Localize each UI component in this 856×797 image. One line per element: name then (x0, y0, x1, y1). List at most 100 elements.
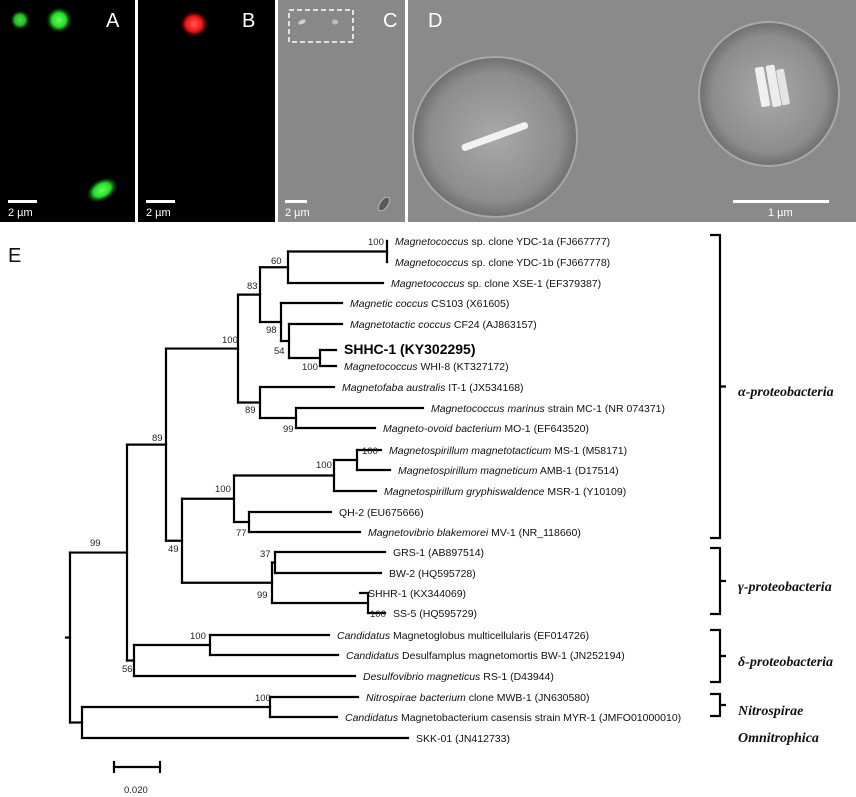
bootstrap-value: 100 (222, 335, 238, 346)
leaf-label-cf24: Magnetotactic coccus CF24 (AJ863157) (350, 319, 537, 331)
leaf-taxon: Candidatus (337, 630, 391, 642)
leaf-strain: Magnetoglobus multicellularis (EF014726) (390, 630, 589, 642)
bootstrap-value: 56 (122, 664, 133, 675)
bootstrap-value: 100 (190, 631, 206, 642)
panel-e-letter: E (8, 245, 21, 267)
bootstrap-value: 99 (283, 424, 294, 435)
bootstrap-value: 100 (215, 484, 231, 495)
leaf-strain: CS103 (X61605) (428, 298, 509, 310)
bootstrap-value: 100 (362, 446, 378, 457)
bootstrap-value: 89 (245, 405, 256, 416)
leaf-taxon: Magnetococcus (344, 361, 418, 373)
magnetosome-cluster-right (754, 64, 790, 108)
bootstrap-value: 100 (368, 237, 384, 248)
leaf-label-grs1: GRS-1 (AB897514) (393, 547, 484, 559)
leaf-strain: sp. clone YDC-1b (FJ667778) (469, 257, 611, 269)
bootstrap-value: 99 (257, 590, 268, 601)
leaf-strain: CF24 (AJ863157) (451, 319, 537, 331)
leaf-taxon: Magnetospirillum magnetotacticum (389, 445, 551, 457)
leaf-label-mwb1: Nitrospirae bacterium clone MWB-1 (JN630… (366, 692, 590, 704)
clade-bracket (710, 692, 726, 718)
leaf-strain: MS-1 (M58171) (551, 445, 627, 457)
leaf-taxon: Candidatus (345, 712, 399, 724)
clade-label: γ-proteobacteria (738, 580, 832, 595)
clade-bracket (710, 233, 726, 540)
leaf-taxon: Desulfovibrio magneticus (363, 671, 481, 683)
leaf-taxon: Magnetofaba australis (342, 382, 446, 394)
leaf-strain: MO-1 (EF643520) (501, 423, 589, 435)
leaf-strain: MSR-1 (Y10109) (545, 486, 627, 498)
leaf-taxon: Magnetococcus (395, 236, 469, 248)
leaf-taxon: Magnetospirillum magneticum (398, 465, 538, 477)
panel-c-scale-label: 2 µm (285, 207, 310, 219)
leaf-strain: SHHC-1 (KY302295) (344, 341, 476, 357)
leaf-taxon: Magnetic coccus (350, 298, 429, 310)
panel-d-letter: D (428, 10, 442, 32)
dashed-selection-box (288, 9, 354, 43)
bootstrap-value: 100 (316, 460, 332, 471)
leaf-label-myr1: Candidatus Magnetobacterium casensis str… (345, 712, 681, 724)
leaf-label-ss5: SS-5 (HQ595729) (393, 608, 477, 620)
cell-rod (377, 196, 391, 212)
leaf-strain: clone MWB-1 (JN630580) (466, 692, 590, 704)
leaf-taxon: Nitrospirae bacterium (366, 692, 466, 704)
bootstrap-value: 77 (236, 528, 247, 539)
leaf-label-mo1: Magneto-ovoid bacterium MO-1 (EF643520) (383, 423, 589, 435)
green-cell-top (46, 7, 72, 33)
leaf-strain: GRS-1 (AB897514) (393, 547, 484, 559)
leaf-label-mc1: Magnetococcus marinus strain MC-1 (NR 07… (431, 403, 665, 415)
leaf-label-it1: Magnetofaba australis IT-1 (JX534168) (342, 382, 524, 394)
leaf-strain: QH-2 (EU675666) (339, 507, 424, 519)
tree-scale-label: 0.020 (124, 785, 148, 796)
leaf-strain: SHHR-1 (KX344069) (368, 588, 466, 600)
leaf-strain: sp. clone YDC-1a (FJ667777) (469, 236, 611, 248)
leaf-label-cs103: Magnetic coccus CS103 (X61605) (350, 298, 509, 310)
bootstrap-value: 99 (90, 538, 101, 549)
clade-label: Nitrospirae (737, 704, 803, 719)
leaf-label-skk01: SKK-01 (JN412733) (416, 733, 510, 745)
leaf-label-amb1: Magnetospirillum magneticum AMB-1 (D1751… (398, 465, 619, 477)
bootstrap-value: 100 (302, 362, 318, 373)
cell-small-2 (332, 19, 338, 25)
panel-c-letter: C (383, 10, 397, 32)
leaf-taxon: Magnetococcus (391, 278, 465, 290)
leaf-label-whi8: Magnetococcus WHI-8 (KT327172) (344, 361, 509, 373)
clade-label: α-proteobacteria (738, 385, 834, 400)
leaf-strain: Desulfamplus magnetomortis BW-1 (JN25219… (399, 650, 625, 662)
leaf-strain: RS-1 (D43944) (480, 671, 554, 683)
leaf-label-msr1: Magnetospirillum gryphiswaldence MSR-1 (… (384, 486, 626, 498)
leaf-label-qh2: QH-2 (EU675666) (339, 507, 424, 519)
leaf-taxon: Magnetococcus (395, 257, 469, 269)
leaf-label-ms1: Magnetospirillum magnetotacticum MS-1 (M… (389, 445, 627, 457)
leaf-label-xse1: Magnetococcus sp. clone XSE-1 (EF379387) (391, 278, 601, 290)
phylogenetic-tree: Magnetococcus sp. clone YDC-1a (FJ667777… (64, 233, 834, 796)
bootstrap-value: 100 (370, 609, 386, 620)
leaf-label-bw2: BW-2 (HQ595728) (389, 568, 476, 580)
leaf-label-shhc1: SHHC-1 (KY302295) (344, 341, 476, 357)
panel-b-letter: B (242, 10, 255, 32)
bootstrap-value: 54 (274, 346, 285, 357)
panel-c-scale-bar (285, 200, 307, 203)
leaf-strain: MV-1 (NR_118660) (488, 527, 581, 539)
leaf-label-mv1: Magnetovibrio blakemorei MV-1 (NR_118660… (368, 527, 581, 539)
panel-d: D 1 µm (408, 0, 856, 222)
leaf-taxon: Magnetotactic coccus (350, 319, 452, 331)
red-cell (180, 11, 208, 37)
green-cell-top-left (10, 10, 30, 30)
bootstrap-value: 49 (168, 544, 179, 555)
panel-d-scale-label: 1 µm (768, 207, 793, 219)
leaf-strain: strain MC-1 (NR 074371) (545, 403, 665, 415)
bootstrap-value: 60 (271, 256, 282, 267)
leaf-strain: SS-5 (HQ595729) (393, 608, 477, 620)
leaf-label-rs1: Desulfovibrio magneticus RS-1 (D43944) (363, 671, 554, 683)
panel-d-scale-bar (733, 200, 829, 203)
bootstrap-value: 89 (152, 433, 163, 444)
leaf-label-ydc1b: Magnetococcus sp. clone YDC-1b (FJ667778… (395, 257, 610, 269)
leaf-strain: WHI-8 (KT327172) (418, 361, 509, 373)
bootstrap-value: 100 (255, 693, 271, 704)
cell-small-1 (298, 19, 306, 25)
leaf-taxon: Magnetovibrio blakemorei (368, 527, 489, 539)
leaf-strain: SKK-01 (JN412733) (416, 733, 510, 745)
panel-a-letter: A (106, 10, 120, 32)
